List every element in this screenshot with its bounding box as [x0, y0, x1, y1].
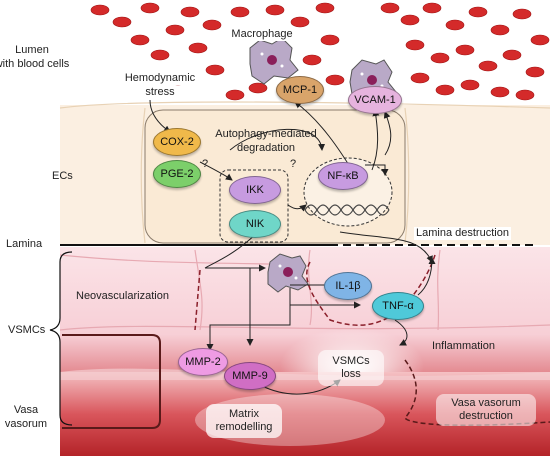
hemodynamic-label: Hemodynamic: [124, 72, 196, 85]
blood-cells: [90, 2, 550, 101]
autophagy-label: Autophagy-mediated: [215, 128, 317, 140]
vsmc-destruction-outline: [306, 254, 436, 326]
matrix-label: Matrix: [229, 408, 259, 420]
vsmcs-loss-sublabel: loss: [341, 368, 361, 380]
nfkb-node: NF-κB: [318, 162, 368, 190]
lumen-label: Lumen: [15, 44, 49, 56]
endothelial-cell-borders: [59, 101, 550, 244]
ecs-label: ECs: [52, 170, 73, 182]
vsmcs-loss-label: VSMCs: [332, 355, 370, 367]
mmp9-node: MMP-9: [224, 362, 276, 390]
hemodynamic-sublabel: stress: [145, 86, 175, 99]
matrix-remodelling-box: Matrix remodelling: [206, 404, 282, 438]
macrophage-label: Macrophage: [229, 28, 295, 41]
autophagy-sublabel: degradation: [236, 142, 296, 154]
vsmcs-brace: [49, 251, 73, 426]
vasa-destruction-sublabel: destruction: [459, 410, 513, 422]
question-mark: ?: [290, 158, 297, 170]
matrix-sublabel: remodelling: [215, 421, 273, 433]
nik-node: NIK: [229, 210, 281, 238]
vasa-destruction-label: Vasa vasorum: [451, 397, 521, 409]
neovascularization-label: Neovascularization: [76, 290, 169, 302]
lumen-sublabel: with blood cells: [0, 58, 70, 70]
cox2-node: COX-2: [153, 128, 201, 156]
ikk-node: IKK: [229, 176, 281, 204]
ikk-nik-complex: [219, 169, 289, 243]
dna-icon: [304, 204, 390, 216]
vasa-destruction-box: Vasa vasorum destruction: [436, 394, 536, 426]
il1b-node: IL-1β: [324, 272, 372, 300]
mmp2-node: MMP-2: [178, 348, 228, 376]
vsmcs-label: VSMCs: [8, 324, 46, 336]
mcp1-node: MCP-1: [276, 76, 324, 104]
inflammation-label: Inflammation: [432, 340, 495, 352]
macrophage-icon: [249, 37, 299, 85]
vcam1-node: VCAM-1: [348, 86, 402, 114]
tnfa-node: TNF-α: [372, 292, 424, 320]
question-mark: ?: [202, 158, 209, 170]
vasa-vessel-left: [62, 334, 161, 429]
vasa-sublabel: vasorum: [4, 418, 48, 430]
vsmcs-loss-box: VSMCs loss: [318, 350, 384, 386]
lamina-label: Lamina: [6, 238, 43, 250]
vasa-label: Vasa: [13, 404, 39, 416]
lamina-destruction-label: Lamina destruction: [414, 227, 511, 240]
pge2-node: PGE-2: [153, 160, 201, 188]
macrophage-icon: [267, 253, 309, 293]
